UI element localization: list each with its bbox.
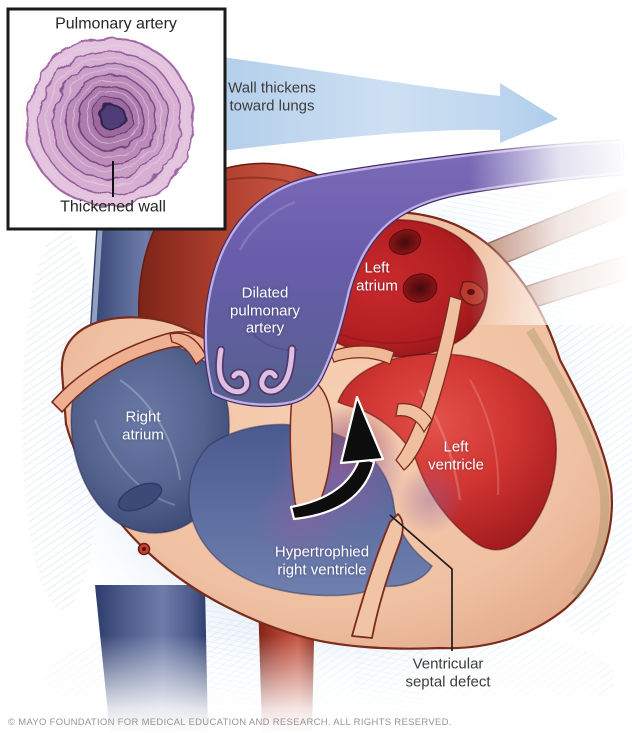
valve-leaflets [289,295,463,517]
artery-cross-section [25,37,195,207]
coronary-sinus-pocket [117,482,163,512]
vsd-leader-line [389,514,453,651]
copyright-notice: © MAYO FOUNDATION FOR MEDICAL EDUCATION … [8,717,452,728]
coronary-vessel-stub [137,542,151,556]
inset-box [6,7,227,231]
wall-thickens-arrow [222,57,558,151]
shunt-arrow [289,395,385,521]
